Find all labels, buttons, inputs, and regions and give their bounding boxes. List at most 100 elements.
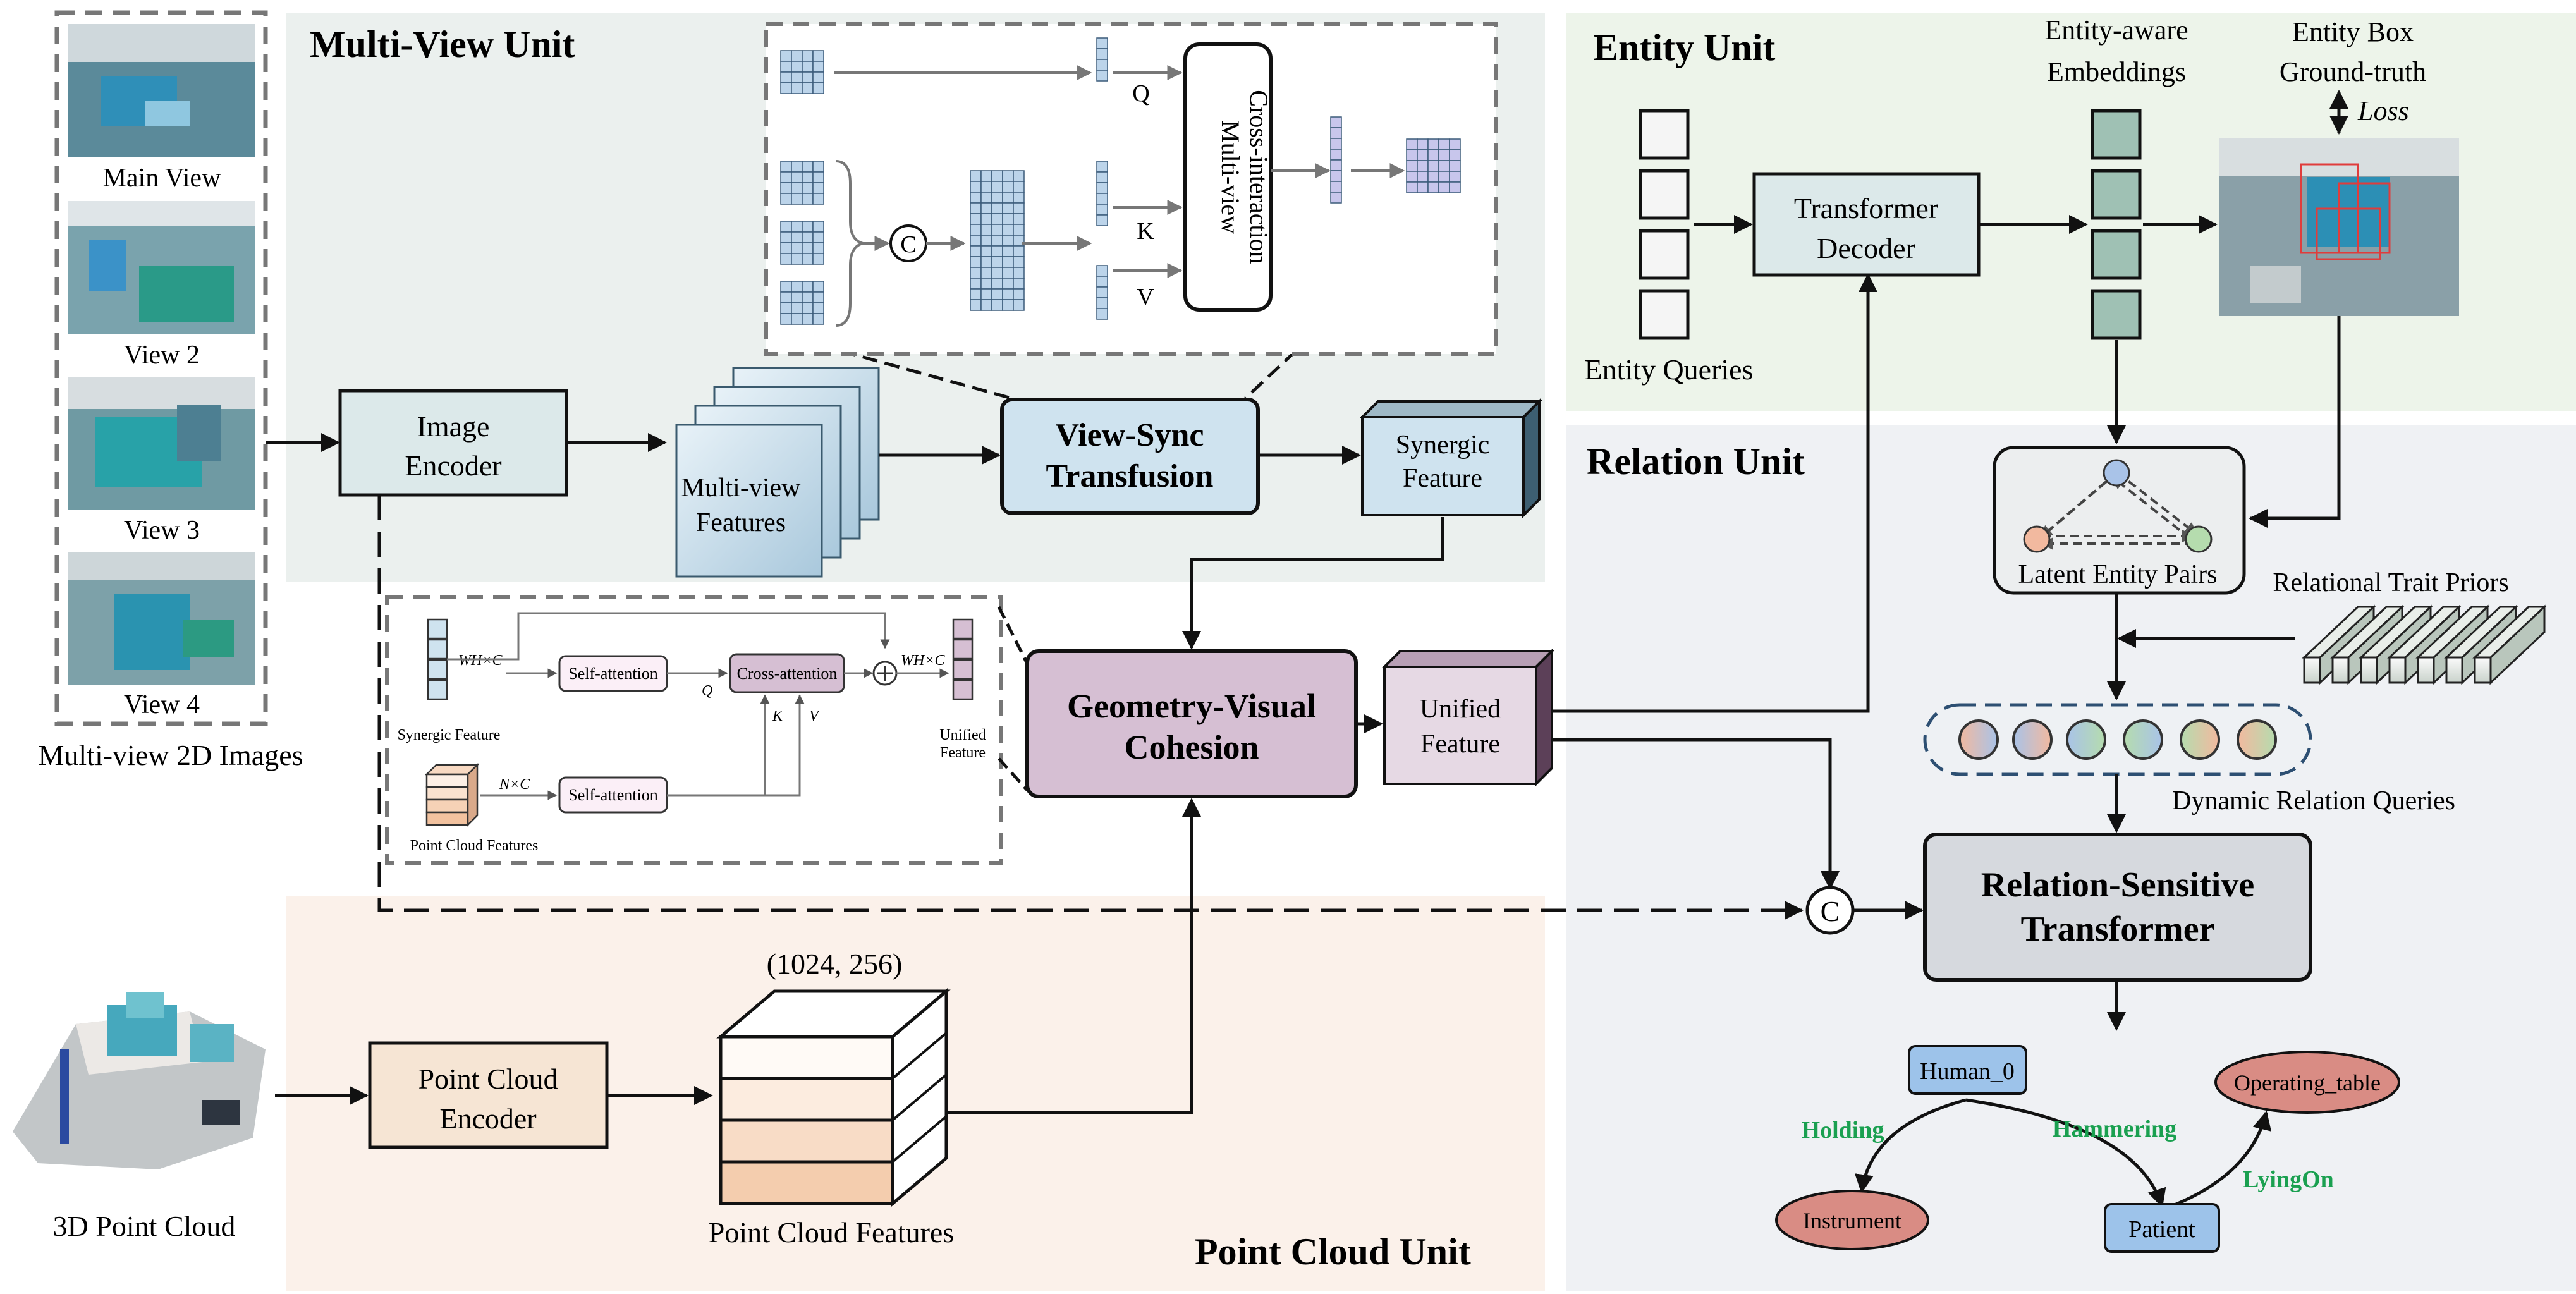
view2-label: View 2 (124, 341, 200, 370)
image-encoder-box (338, 389, 568, 497)
point-detail-label: Point Cloud Features (410, 838, 539, 854)
unified-tokens-small (952, 618, 974, 700)
decoder-line1: Transformer (1794, 192, 1938, 224)
k-tokens (1096, 161, 1108, 226)
multiview-features-line2: Features (696, 508, 786, 537)
view-sync-line1: View-Sync (1056, 417, 1204, 453)
output-grid (1406, 138, 1461, 193)
concat-grid (970, 170, 1025, 311)
point-cloud-encoder-box (368, 1041, 609, 1149)
entity-query-boxes (1639, 109, 1690, 340)
synergic-detail-label: Synergic Feature (398, 727, 501, 743)
point-cloud-image (13, 992, 266, 1169)
synergic-feature-cube (1359, 398, 1542, 518)
latent-entity-pairs-box (1993, 446, 2246, 595)
synergic-line1: Synergic (1396, 430, 1490, 460)
unified-detail-line1: Unified (939, 727, 986, 743)
transformer-decoder-box (1752, 172, 1981, 277)
node-human0 (1908, 1045, 2027, 1095)
q-detail-label: Q (702, 683, 712, 699)
image-encoder-line1: Image (417, 410, 490, 443)
view-sync-transfusion-block (1000, 398, 1260, 515)
relational-trait-priors (2302, 604, 2547, 685)
node-instrument (1775, 1190, 1929, 1250)
point-feature-tokens (424, 762, 480, 827)
cohesion-line1: Geometry-Visual (1067, 687, 1316, 725)
cross-block-line1: Multi-view (1216, 120, 1245, 234)
main-view-label: Main View (103, 164, 222, 193)
output-tokens (1330, 116, 1342, 204)
point-cloud-feature-stack (716, 987, 951, 1207)
edge-holding (1854, 1098, 1967, 1193)
ground-truth-line1: Entity Box (2292, 16, 2414, 47)
view4-label: View 4 (124, 690, 200, 719)
trait-prior-bar (2472, 604, 2547, 685)
v-detail-label: V (809, 708, 820, 724)
latent-pairs-label: Latent Entity Pairs (2018, 560, 2218, 589)
input-images-frame (54, 10, 268, 726)
loss-label: Loss (2357, 95, 2409, 126)
multiview-unit-title: Multi-View Unit (310, 23, 575, 65)
cross-interaction-block (1183, 42, 1273, 312)
v-label: V (1137, 284, 1154, 310)
node-patient-text: Patient (2128, 1216, 2195, 1243)
point-cloud-label: 3D Point Cloud (53, 1210, 236, 1242)
decoder-line2: Decoder (1817, 232, 1915, 264)
feature-grids (780, 37, 1461, 325)
node-operating-table-text: Operating_table (2234, 1070, 2381, 1096)
input-images-caption: Multi-view 2D Images (38, 739, 303, 771)
edge-holding-label: Holding (1802, 1117, 1884, 1144)
node-patient (2104, 1203, 2220, 1253)
k-label: K (1137, 218, 1154, 245)
self-attention-text-2: Self-attention (568, 786, 658, 804)
pair-node-right (2185, 525, 2213, 553)
edge-hammering-label: Hammering (2053, 1116, 2176, 1142)
cross-block-line2: Cross-interaction (1245, 90, 1273, 264)
ground-truth-line2: Ground-truth (2280, 56, 2426, 87)
embeddings-line2: Embeddings (2047, 56, 2186, 87)
entity-box-image (2219, 138, 2459, 316)
synergic-tokens (427, 618, 448, 700)
synergic-line2: Feature (1403, 464, 1482, 493)
concat-small-text: C (900, 231, 916, 258)
k-detail-label: K (772, 708, 784, 724)
cohesion-line2: Cohesion (1124, 728, 1259, 766)
q-tokens (1096, 37, 1108, 82)
unified-detail-line2: Feature (940, 745, 986, 761)
view-grid-3 (780, 221, 824, 265)
image-encoder-line2: Encoder (405, 449, 501, 482)
relation-query-circles (1958, 719, 2277, 760)
multiview-features-stack (675, 367, 880, 578)
nc-label: N×C (499, 776, 530, 793)
pc-encoder-line2: Encoder (439, 1102, 536, 1135)
q-label: Q (1132, 80, 1149, 107)
view-grid-main (780, 50, 824, 94)
unified-line2: Feature (1420, 729, 1500, 759)
entity-unit-title: Entity Unit (1593, 27, 1775, 68)
relation-sensitive-transformer-block (1923, 833, 2312, 982)
pointcloud-unit-title: Point Cloud Unit (1195, 1231, 1471, 1273)
self-attention-text-1: Self-attention (568, 664, 658, 683)
cohesion-detail-frame (385, 595, 1003, 865)
whc-label-1: WH×C (458, 652, 503, 669)
edge-lyingon (2168, 1111, 2271, 1209)
embeddings-line1: Entity-aware (2044, 15, 2188, 46)
multiview-features-line1: Multi-view (681, 473, 802, 503)
node-human0-text: Human_0 (1920, 1058, 2015, 1085)
relation-unit-title: Relation Unit (1587, 441, 1805, 482)
pair-node-top (2103, 459, 2130, 487)
dynamic-queries-label: Dynamic Relation Queries (2172, 786, 2455, 815)
v-tokens (1096, 265, 1108, 320)
trait-priors-label: Relational Trait Priors (2273, 568, 2508, 597)
view-thumbnails (68, 24, 255, 685)
unified-line1: Unified (1420, 695, 1501, 724)
pc-shape-label: (1024, 256) (767, 948, 903, 980)
entity-queries-label: Entity Queries (1585, 353, 1754, 386)
edge-lyingon-label: LyingOn (2243, 1166, 2334, 1193)
pc-encoder-line1: Point Cloud (418, 1063, 558, 1095)
view-grid-2 (780, 161, 824, 205)
view3-label: View 3 (124, 516, 200, 545)
cross-attention-text: Cross-attention (737, 664, 838, 683)
